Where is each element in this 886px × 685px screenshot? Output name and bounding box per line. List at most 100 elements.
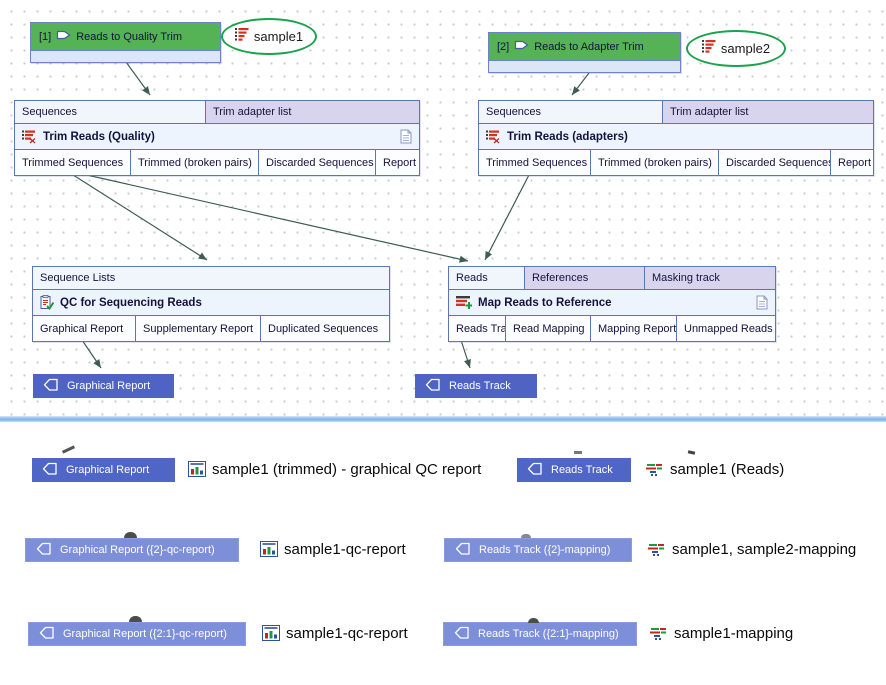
results-panel: Graphical Report sample1 (trimmed) - gra… bbox=[0, 422, 886, 685]
cropped-fragment bbox=[687, 450, 696, 455]
block-title-row[interactable]: Trim Reads (adapters) bbox=[479, 123, 873, 149]
output-port[interactable]: Discarded Sequences bbox=[259, 150, 376, 175]
result-output-button[interactable]: Reads Track bbox=[517, 458, 631, 482]
result-output-button[interactable]: Graphical Report bbox=[32, 458, 175, 482]
block-title: QC for Sequencing Reads bbox=[60, 296, 202, 309]
output-port[interactable]: Duplicated Sequences bbox=[261, 316, 389, 341]
output-node-graphical-report[interactable]: Graphical Report bbox=[33, 374, 174, 398]
map-reads-icon bbox=[456, 296, 472, 309]
output-port[interactable]: Mapping Report bbox=[591, 316, 677, 341]
output-port[interactable]: Discarded Sequences bbox=[719, 150, 831, 175]
input-ports: Reads References Masking track bbox=[449, 267, 775, 289]
chart-report-icon bbox=[260, 541, 278, 557]
output-port[interactable]: Report bbox=[831, 150, 873, 175]
block-title-row[interactable]: QC for Sequencing Reads bbox=[33, 289, 389, 315]
workflow-input-node-1[interactable]: [1] Reads to Quality Trim bbox=[30, 22, 221, 63]
reads-track-icon bbox=[648, 542, 666, 558]
output-port[interactable]: Trimmed Sequences bbox=[479, 150, 591, 175]
output-port[interactable]: Trimmed (broken pairs) bbox=[591, 150, 719, 175]
output-port[interactable]: Supplementary Report bbox=[136, 316, 261, 341]
output-port[interactable]: Reads Track bbox=[449, 316, 506, 341]
output-node-label: Graphical Report bbox=[67, 380, 151, 392]
input-port[interactable]: Masking track bbox=[645, 267, 775, 289]
reads-track-icon bbox=[646, 462, 664, 478]
output-port[interactable]: Trimmed (broken pairs) bbox=[131, 150, 259, 175]
block-trim-reads-quality[interactable]: Sequences Trim adapter list Trim Reads (… bbox=[14, 100, 420, 176]
workflow-input-node-2[interactable]: [2] Reads to Adapter Trim bbox=[488, 32, 681, 73]
input-node-header: [2] Reads to Adapter Trim bbox=[489, 33, 680, 60]
sample-name: sample1 bbox=[253, 29, 304, 44]
output-port[interactable]: Read Mapping bbox=[506, 316, 591, 341]
output-port[interactable]: Trimmed Sequences bbox=[15, 150, 131, 175]
output-port[interactable]: Graphical Report bbox=[33, 316, 136, 341]
result-button-label: Reads Track ({2}-mapping) bbox=[479, 544, 611, 556]
workflow-canvas: [1] Reads to Quality Trim sample1 bbox=[0, 0, 886, 416]
qc-icon bbox=[40, 295, 54, 310]
input-port[interactable]: References bbox=[525, 267, 645, 289]
block-qc-sequencing-reads[interactable]: Sequence Lists QC for Sequencing Reads bbox=[32, 266, 390, 342]
block-title: Trim Reads (Quality) bbox=[43, 130, 155, 143]
result-output-button[interactable]: Reads Track ({2}-mapping) bbox=[444, 538, 632, 562]
arrow-left-icon bbox=[454, 626, 470, 643]
input-node-label: Reads to Adapter Trim bbox=[534, 40, 644, 53]
input-port[interactable]: Trim adapter list bbox=[206, 101, 419, 123]
input-index: [2] bbox=[497, 40, 510, 53]
cropped-fragment bbox=[528, 618, 539, 623]
output-node-reads-track[interactable]: Reads Track bbox=[415, 374, 537, 398]
arrow-left-icon bbox=[527, 462, 543, 479]
sample-badge-2[interactable]: sample2 bbox=[686, 30, 786, 67]
block-map-reads-to-reference[interactable]: Reads References Masking track Map Reads… bbox=[448, 266, 776, 342]
block-trim-reads-adapters[interactable]: Sequences Trim adapter list Trim Reads (… bbox=[478, 100, 874, 176]
input-port[interactable]: Sequences bbox=[479, 101, 663, 123]
arrow-left-icon bbox=[36, 542, 52, 559]
result-item-name: sample1 (trimmed) - graphical QC report bbox=[212, 461, 482, 478]
cropped-fragment bbox=[129, 616, 142, 622]
trim-icon bbox=[22, 130, 37, 144]
result-button-label: Reads Track bbox=[551, 464, 613, 476]
output-node-label: Reads Track bbox=[449, 380, 511, 392]
block-title-row[interactable]: Trim Reads (Quality) bbox=[15, 123, 419, 149]
output-ports: Graphical Report Supplementary Report Du… bbox=[33, 315, 389, 341]
input-node-label: Reads to Quality Trim bbox=[76, 30, 182, 43]
arrow-right-icon bbox=[56, 29, 71, 44]
sample-name: sample2 bbox=[720, 41, 771, 56]
arrow-left-icon bbox=[425, 378, 441, 395]
cropped-fragment bbox=[61, 445, 76, 454]
input-port[interactable]: Sequences bbox=[15, 101, 206, 123]
cropped-fragment bbox=[521, 534, 531, 538]
result-item-name: sample1, sample2-mapping bbox=[672, 541, 857, 558]
output-ports: Trimmed Sequences Trimmed (broken pairs)… bbox=[479, 149, 873, 175]
input-port[interactable]: Reads bbox=[449, 267, 525, 289]
result-button-label: Graphical Report ({2}-qc-report) bbox=[60, 544, 215, 556]
arrow-left-icon bbox=[43, 378, 59, 395]
output-ports: Trimmed Sequences Trimmed (broken pairs)… bbox=[15, 149, 419, 175]
output-port[interactable]: Report bbox=[376, 150, 419, 175]
chart-report-icon bbox=[188, 461, 206, 477]
report-doc-icon[interactable] bbox=[400, 129, 412, 144]
arrow-left-icon bbox=[42, 462, 58, 479]
result-item-name: sample1-qc-report bbox=[286, 625, 408, 642]
report-doc-icon[interactable] bbox=[756, 295, 768, 310]
sample-list-icon bbox=[701, 39, 716, 58]
arrow-left-icon bbox=[455, 542, 471, 559]
result-output-button[interactable]: Reads Track ({2:1}-mapping) bbox=[443, 622, 637, 646]
input-node-strip bbox=[31, 50, 220, 62]
input-ports: Sequence Lists bbox=[33, 267, 389, 289]
input-ports: Sequences Trim adapter list bbox=[479, 101, 873, 123]
result-output-button[interactable]: Graphical Report ({2}-qc-report) bbox=[25, 538, 239, 562]
result-item-name: sample1-qc-report bbox=[284, 541, 406, 558]
input-ports: Sequences Trim adapter list bbox=[15, 101, 419, 123]
cropped-fragment bbox=[574, 451, 582, 454]
input-port[interactable]: Trim adapter list bbox=[663, 101, 873, 123]
block-title-row[interactable]: Map Reads to Reference bbox=[449, 289, 775, 315]
input-port[interactable]: Sequence Lists bbox=[33, 267, 389, 289]
input-index: [1] bbox=[39, 30, 52, 43]
result-output-button[interactable]: Graphical Report ({2:1}-qc-report) bbox=[28, 622, 246, 646]
block-title: Map Reads to Reference bbox=[478, 296, 612, 309]
arrow-right-icon bbox=[514, 39, 529, 54]
output-port[interactable]: Unmapped Reads bbox=[677, 316, 775, 341]
sample-badge-1[interactable]: sample1 bbox=[221, 18, 317, 55]
section-divider bbox=[0, 416, 886, 422]
cropped-fragment bbox=[124, 532, 137, 538]
